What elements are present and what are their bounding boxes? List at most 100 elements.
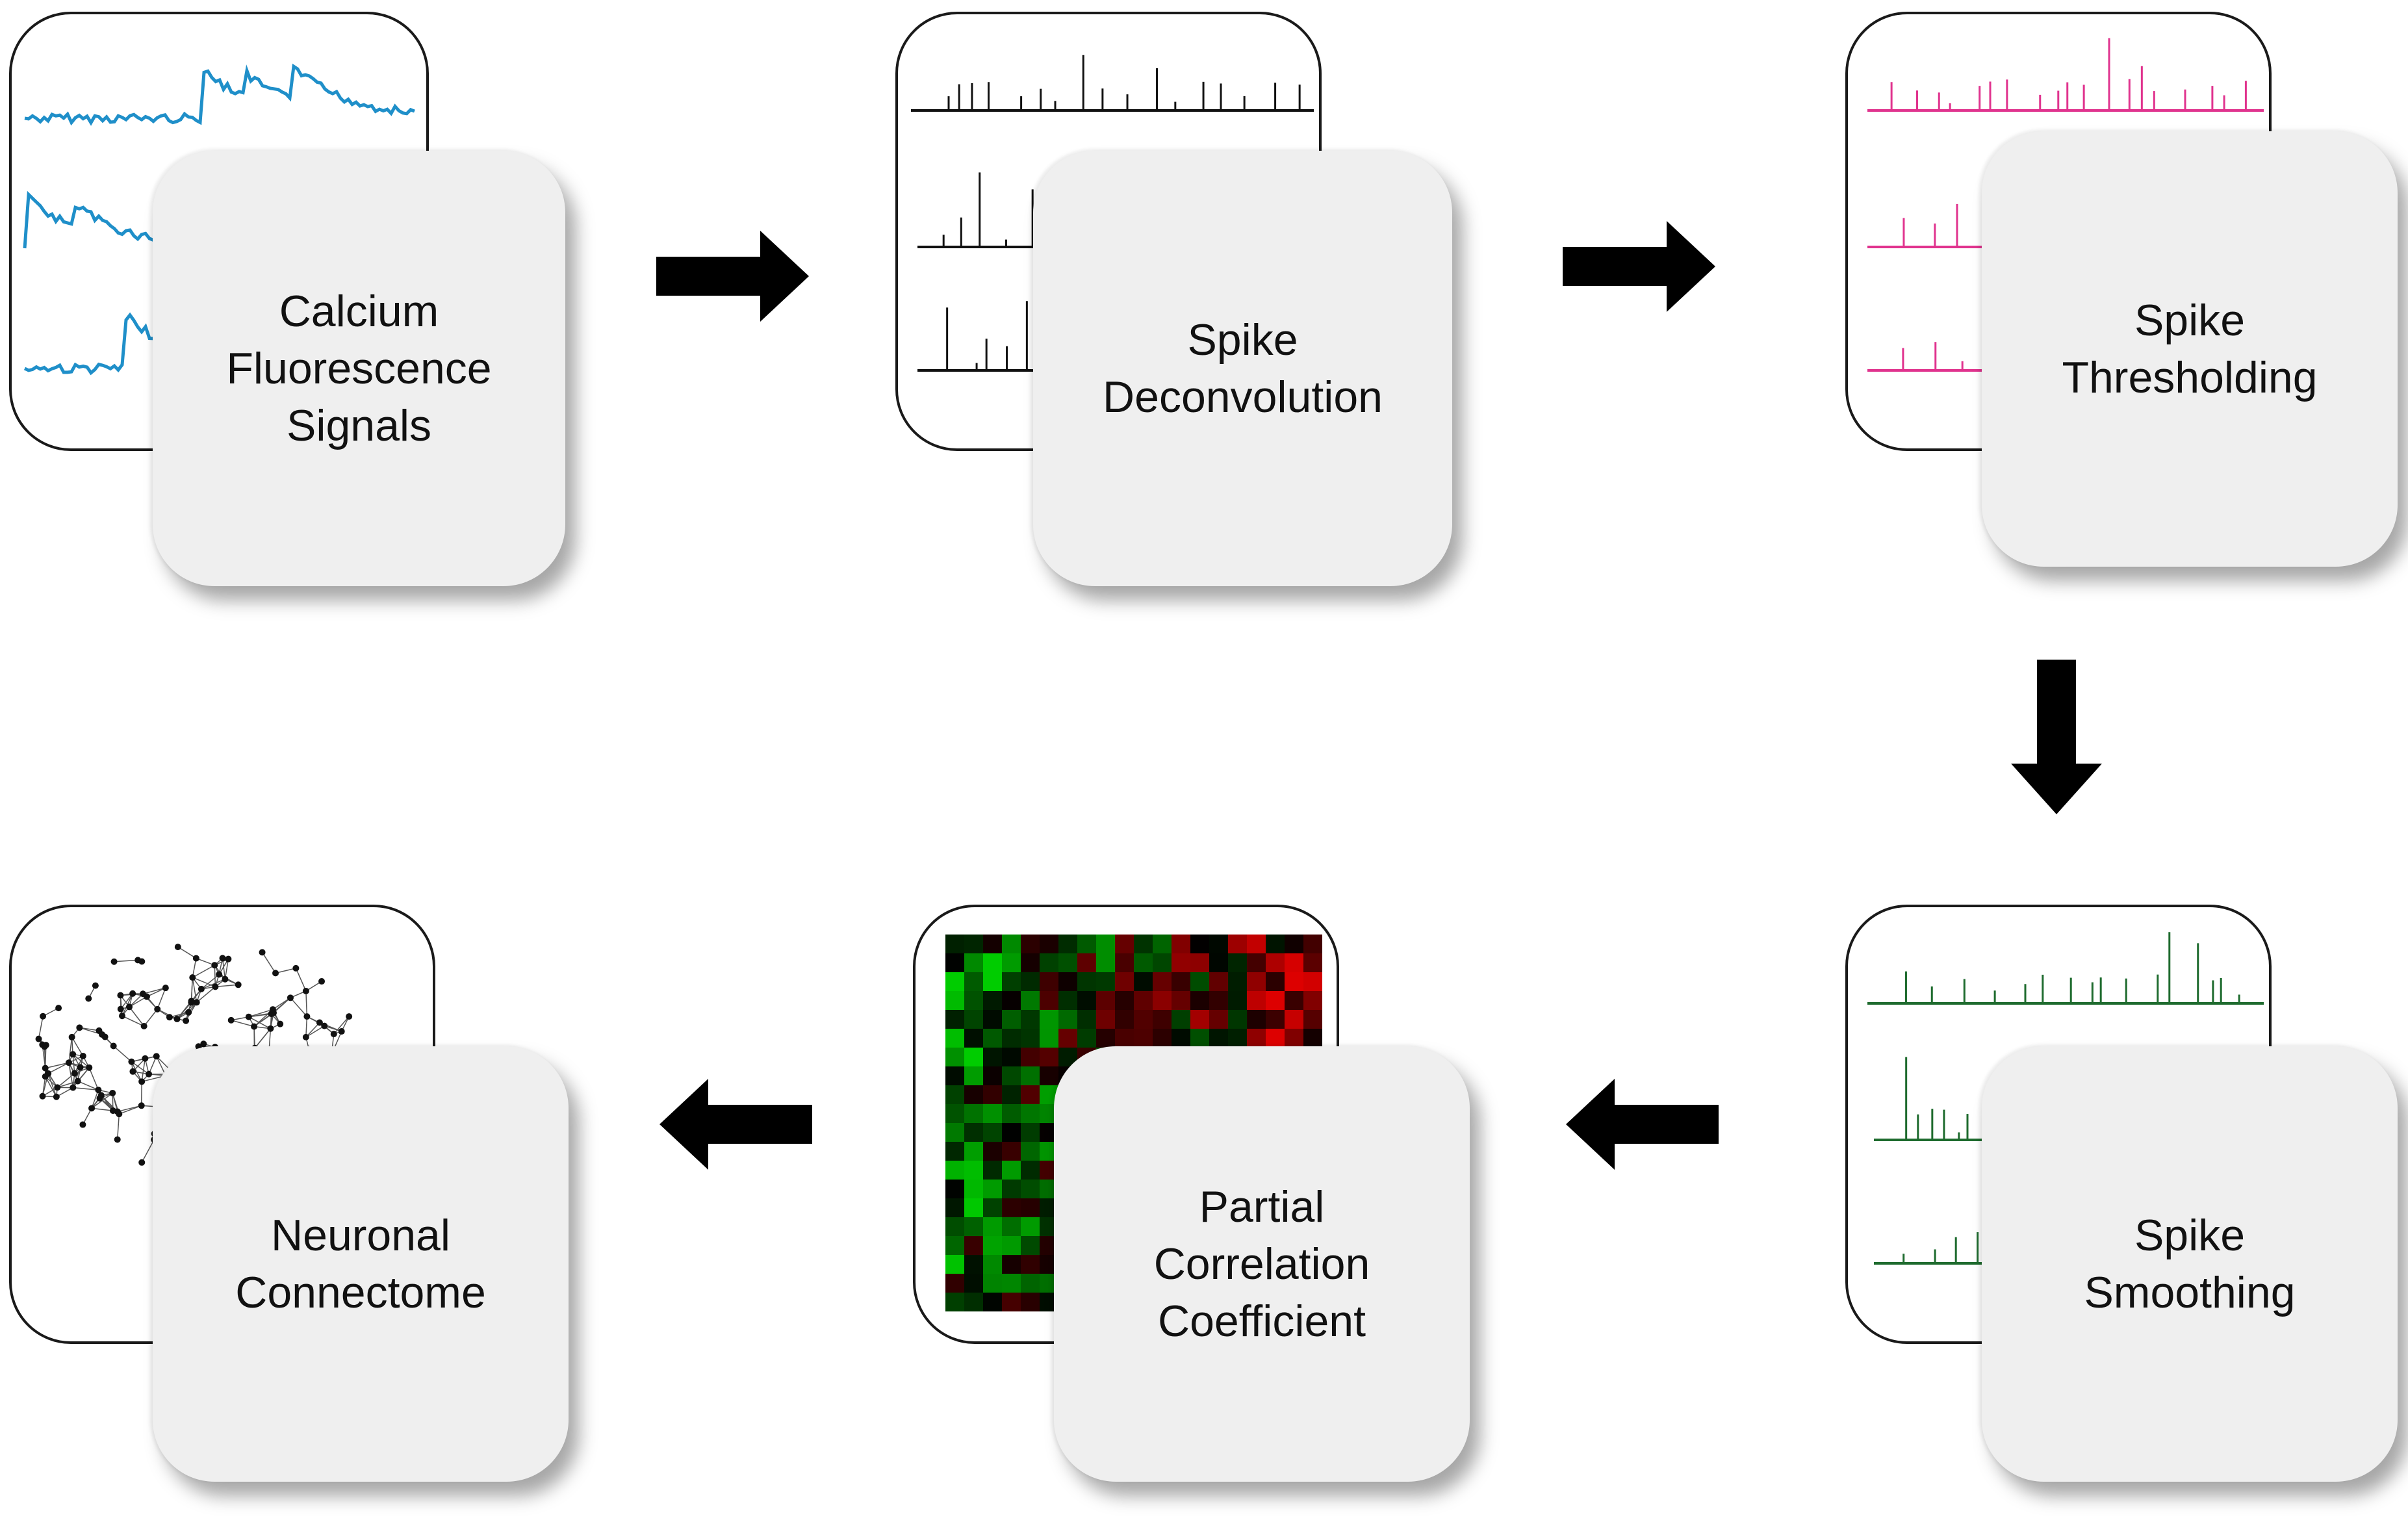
heatmap-cell [1228, 972, 1247, 991]
network-node [188, 998, 195, 1005]
heatmap-cell [1115, 972, 1134, 991]
heatmap-cell [1058, 972, 1077, 991]
heatmap-cell [983, 972, 1002, 991]
heatmap-cell [1303, 972, 1322, 991]
network-node [85, 995, 92, 1002]
heatmap-cell [945, 1085, 964, 1104]
network-edge [57, 1073, 75, 1088]
network-node [101, 1033, 109, 1040]
network-node [198, 985, 205, 992]
network-node [129, 990, 136, 997]
calcium-trace-line [23, 190, 158, 249]
heatmap-cell [1172, 972, 1190, 991]
heatmap-cell [1096, 1029, 1115, 1048]
heatmap-cell [1303, 991, 1322, 1010]
heatmap-cell [964, 1142, 983, 1161]
heatmap-cell [1002, 1255, 1021, 1274]
network-edge [157, 987, 166, 1010]
heatmap-cell [1285, 991, 1303, 1010]
heatmap-cell [1096, 935, 1115, 953]
heatmap-cell [983, 1142, 1002, 1161]
heatmap-cell [945, 1161, 964, 1180]
network-edge [192, 958, 197, 978]
heatmap-cell [1021, 1217, 1040, 1236]
network-node [42, 1042, 49, 1049]
heatmap-cell [1040, 1066, 1058, 1085]
network-edge [305, 1022, 320, 1038]
arrow-right-icon [1563, 221, 1715, 312]
heatmap-cell [1002, 1217, 1021, 1236]
heatmap-cell [964, 1293, 983, 1311]
network-node [338, 1028, 345, 1035]
arrow-right-icon [656, 231, 809, 322]
network-node [138, 1078, 146, 1085]
heatmap-cell [964, 991, 983, 1010]
network-edge [116, 1114, 120, 1140]
network-edge [77, 1080, 99, 1090]
heatmap-cell [1058, 1010, 1077, 1029]
network-node [174, 944, 181, 951]
heatmap-cell [983, 1236, 1002, 1255]
network-edge [38, 1016, 44, 1039]
heatmap-cell [1096, 972, 1115, 991]
network-node [114, 1136, 121, 1143]
heatmap-cell [1190, 1029, 1209, 1048]
network-edge [248, 1009, 274, 1018]
heatmap-cell [945, 1123, 964, 1142]
network-edge [231, 1020, 255, 1027]
heatmap-cell [1134, 991, 1153, 1010]
network-edge [190, 977, 194, 1001]
connectome-label-card: Neuronal Connectome [153, 1046, 569, 1482]
network-node [192, 955, 199, 962]
network-node [88, 1105, 96, 1112]
network-node [74, 1077, 81, 1085]
heatmap-cell [1266, 953, 1285, 972]
heatmap-cell [1002, 1198, 1021, 1217]
heatmap-cell [964, 1217, 983, 1236]
heatmap-cell [983, 1255, 1002, 1274]
heatmap-cell [1058, 991, 1077, 1010]
heatmap-cell [945, 1142, 964, 1161]
network-node [71, 1070, 78, 1077]
network-edge [218, 974, 239, 985]
network-node [225, 955, 232, 962]
heatmap-cell [1247, 1010, 1266, 1029]
heatmap-cell [1247, 991, 1266, 1010]
deconvolution-spike-plot [911, 55, 1314, 372]
network-node [138, 1102, 145, 1109]
network-node [86, 1064, 93, 1071]
heatmap-cell [945, 991, 964, 1010]
heatmap-cell [983, 1217, 1002, 1236]
heatmap-cell [1002, 1029, 1021, 1048]
network-node [346, 1013, 353, 1020]
heatmap-cell [1303, 1029, 1322, 1048]
heatmap-cell [1190, 1010, 1209, 1029]
network-node [70, 1084, 77, 1091]
heatmap-cell [1002, 991, 1021, 1010]
network-node [183, 1017, 190, 1024]
network-node [146, 1070, 153, 1077]
deconvolution-label-line-2: Deconvolution [1103, 372, 1383, 422]
network-node [42, 1073, 49, 1080]
network-node [96, 1094, 103, 1102]
network-edge [42, 1076, 46, 1096]
arrow-left-icon [1566, 1079, 1719, 1170]
network-edge [114, 959, 138, 962]
network-node [189, 974, 196, 981]
network-node [166, 1014, 173, 1021]
heatmap-cell [1021, 1198, 1040, 1217]
network-node [162, 985, 169, 992]
network-node [173, 1016, 181, 1023]
network-edge [272, 997, 291, 1010]
calcium-label-line-3: Signals [286, 401, 432, 450]
network-node [116, 1111, 123, 1118]
network-node [79, 1052, 86, 1059]
heatmap-cell [983, 935, 1002, 953]
heatmap-cell [1266, 991, 1285, 1010]
network-node [321, 1022, 328, 1029]
heatmap-cell [1303, 935, 1322, 953]
heatmap-cell [1002, 1180, 1021, 1198]
network-edge [196, 986, 216, 1003]
network-node [128, 1058, 135, 1065]
network-node [302, 987, 309, 994]
